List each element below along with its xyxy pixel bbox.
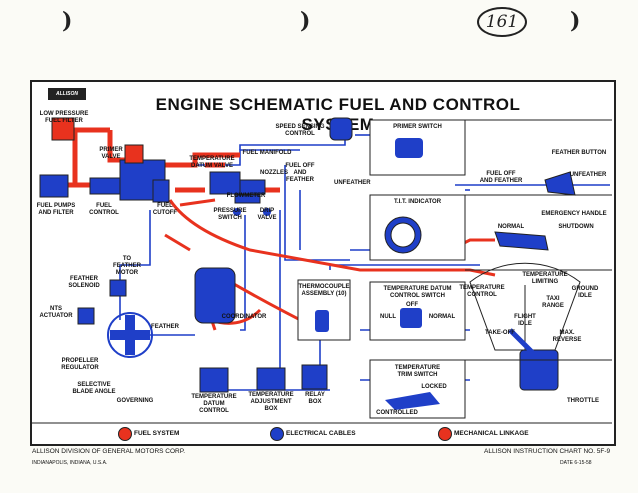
max-reverse-label: MAX.REVERSE <box>552 330 582 343</box>
allison-logo: ALLISON <box>48 88 86 100</box>
temp-datum-valve <box>209 171 241 195</box>
unfeather-right-label: UNFEATHER <box>569 172 607 178</box>
footer-right: ALLISON INSTRUCTION CHART NO. 5F-9 <box>484 448 611 455</box>
propeller-regulator <box>107 312 153 358</box>
footer-left-sub: INDIANAPOLIS, INDIANA, U.S.A. <box>32 460 108 466</box>
nts-actuator <box>77 307 95 325</box>
coordinator-label: COORDINATOR <box>221 314 267 320</box>
feather-label: FEATHER <box>151 324 179 330</box>
legend-electrical-label: ELECTRICAL CABLES <box>286 430 356 437</box>
relay-box <box>301 364 328 390</box>
coordinator <box>194 267 236 324</box>
fuel-pumps <box>39 174 69 198</box>
tdcs-normal-label: NORMAL <box>428 314 456 320</box>
legend-fuel-dot <box>118 427 132 441</box>
controlled-label: CONTROLLED <box>376 410 418 416</box>
footer-date: DATE 6-15-58 <box>560 460 592 466</box>
legend-fuel-label: FUEL SYSTEM <box>134 430 180 437</box>
feather-button-label: FEATHER BUTTON <box>551 150 607 156</box>
legend-mechanical-dot <box>438 427 452 441</box>
emergency-handle-label: EMERGENCY HANDLE <box>541 211 607 217</box>
flowmeter-label: FLOWMETER <box>226 193 266 199</box>
temp-adjustment-box <box>256 367 286 391</box>
tdcs-off-label: OFF <box>406 302 418 308</box>
legend-electrical-dot <box>270 427 284 441</box>
unfeather-label: UNFEATHER <box>334 180 371 186</box>
tit-indicator-label: T.I.T. INDICATOR <box>393 199 442 205</box>
speed-sensing-control <box>329 117 353 141</box>
low-pressure-filter <box>51 117 75 141</box>
throttle-label: THROTTLE <box>567 398 599 404</box>
temp-datum-control <box>199 367 229 393</box>
binder-hole-left: ) <box>62 8 73 34</box>
governing-label: GOVERNING <box>116 398 154 404</box>
feather-solenoid <box>109 279 127 297</box>
primer-switch-label: PRIMER SWITCH <box>393 124 442 130</box>
handle-normal-label: NORMAL <box>497 224 525 230</box>
flowmeter <box>234 194 261 204</box>
footer-left: ALLISON DIVISION OF GENERAL MOTORS CORP. <box>32 448 186 455</box>
nozzles-label: NOZZLES <box>260 170 288 176</box>
binder-hole-right: ) <box>570 8 581 34</box>
binder-hole-center: ) <box>300 8 311 34</box>
diagram-title: ENGINE SCHEMATIC FUEL AND CONTROL SYSTEM <box>155 95 521 134</box>
page-number: 161 <box>477 7 527 37</box>
locked-label: LOCKED <box>421 384 447 390</box>
tdcs-null-label: NULL <box>380 314 396 320</box>
shutdown-label: SHUTDOWN <box>558 224 594 230</box>
legend-mechanical-label: MECHANICAL LINKAGE <box>454 430 529 437</box>
fuel-manifold-label: FUEL MANIFOLD <box>242 150 292 156</box>
take-off-label: TAKE-OFF <box>485 330 515 336</box>
